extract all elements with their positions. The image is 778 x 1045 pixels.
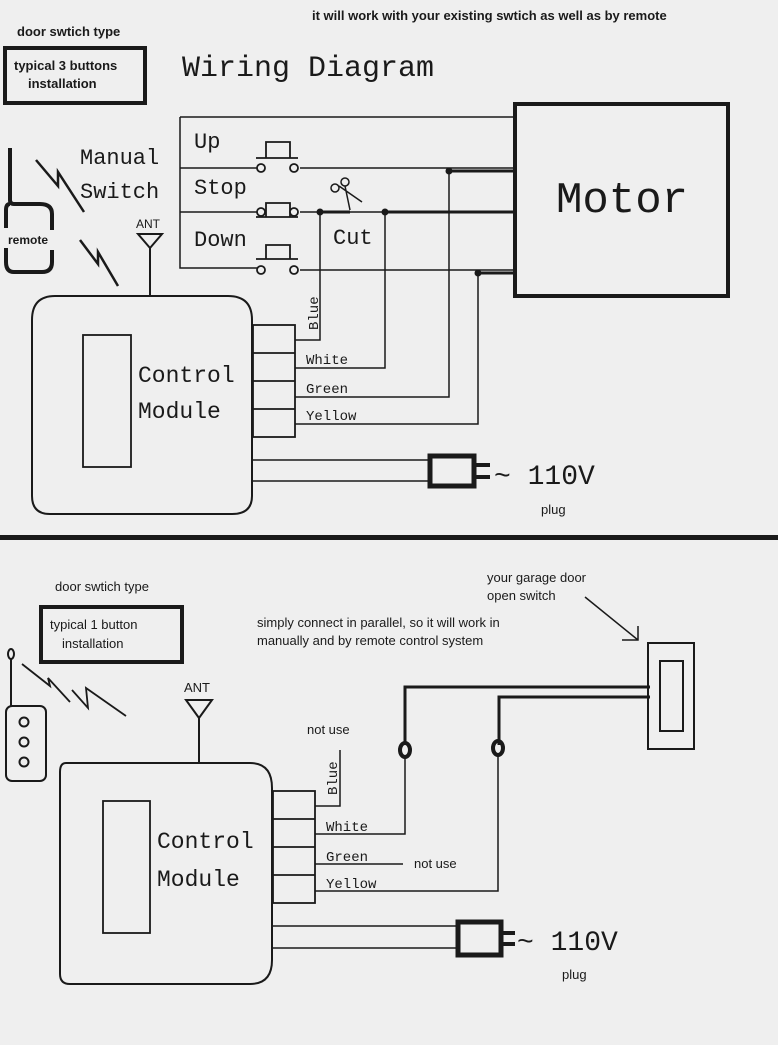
wire-blue-2 [315,750,341,807]
install-type-line1: typical 3 buttons [14,58,117,73]
control-module-label-line1-2: Control [157,829,254,855]
install-type-line2-2: installation [62,636,123,651]
wire-label-white-2: White [326,820,368,836]
signal-bolt-icon [35,159,86,213]
install-type-line2: installation [28,76,97,91]
motor-wire [449,169,515,275]
module-display-2 [102,800,151,934]
antenna-icon [135,233,165,296]
signal-bolt-icon [79,239,120,287]
module-display [82,334,132,468]
install-type-box-2 [39,605,184,664]
stop-button [256,202,299,218]
wire-label-white: White [306,353,348,369]
terminal-block-2 [272,790,316,904]
plug-icon [455,919,515,958]
power-cord [252,459,430,482]
section-divider [0,535,778,540]
garage-switch-note-line2: open switch [487,588,556,603]
terminal-block [252,324,296,438]
ant-label: ANT [136,217,161,231]
down-label: Down [194,228,247,253]
up-button [256,141,299,173]
scissors-icon [330,177,363,211]
wire-yellow [295,273,479,425]
manual-switch-label-line1: Manual [80,146,159,171]
plug-label: plug [541,502,566,517]
control-module-box-2 [59,762,273,985]
motor-box [513,102,730,298]
remote-label: remote [8,233,48,247]
not-use-label-blue: not use [307,722,350,737]
plug-icon [427,453,490,489]
plug-label-2: plug [562,967,587,982]
install-type-box [3,46,147,105]
wire-label-blue: Blue [307,296,323,330]
motor-label: Motor [556,176,688,226]
control-module-label-line2-2: Module [157,867,240,893]
up-label: Up [194,130,220,155]
power-cord-2 [272,925,457,949]
door-switch-type-label: door swtich type [17,24,120,39]
cut-label: Cut [333,226,373,251]
voltage-label-2: ~ 110V [517,928,618,959]
wire-label-yellow: Yellow [306,409,357,425]
garage-door-switch [647,642,695,750]
parallel-note-line1: simply connect in parallel, so it will w… [257,615,500,630]
wire-yellow-2 [315,755,499,892]
door-switch-type-label-2: door swtich type [55,579,149,594]
wire-connector [398,741,412,759]
antenna-icon [184,699,214,762]
install-type-line1-2: typical 1 button [50,617,137,632]
not-use-label-green: not use [414,856,457,871]
stop-label: Stop [194,176,247,201]
wire-green [295,171,450,398]
control-module-label-line1: Control [138,363,235,389]
garage-switch-note-line1: your garage door [487,570,587,585]
wire-white-2 [315,755,406,835]
wire-label-green: Green [306,382,348,398]
wire-label-green-2: Green [326,850,368,866]
control-module-label-line2: Module [138,399,221,425]
signal-bolt-icon [71,686,127,717]
arrow-icon [584,596,639,641]
control-module-box [31,295,253,515]
header-note: it will work with your existing swtich a… [312,8,667,23]
signal-bolt-icon [21,663,71,703]
switch-wires [403,685,650,745]
voltage-label: ~ 110V [494,462,595,493]
wire-white [295,212,386,369]
wire-blue [295,212,321,341]
manual-switch-frame [179,116,515,271]
manual-switch-label-line2: Switch [80,180,159,205]
ant-label-2: ANT [184,680,210,695]
diagram-title: Wiring Diagram [182,52,434,86]
remote-icon [4,148,54,274]
wire-label-blue-2: Blue [326,761,342,795]
wire-label-yellow-2: Yellow [326,877,377,893]
down-button [256,244,299,275]
remote-icon [5,648,47,782]
parallel-note-line2: manually and by remote control system [257,633,483,648]
